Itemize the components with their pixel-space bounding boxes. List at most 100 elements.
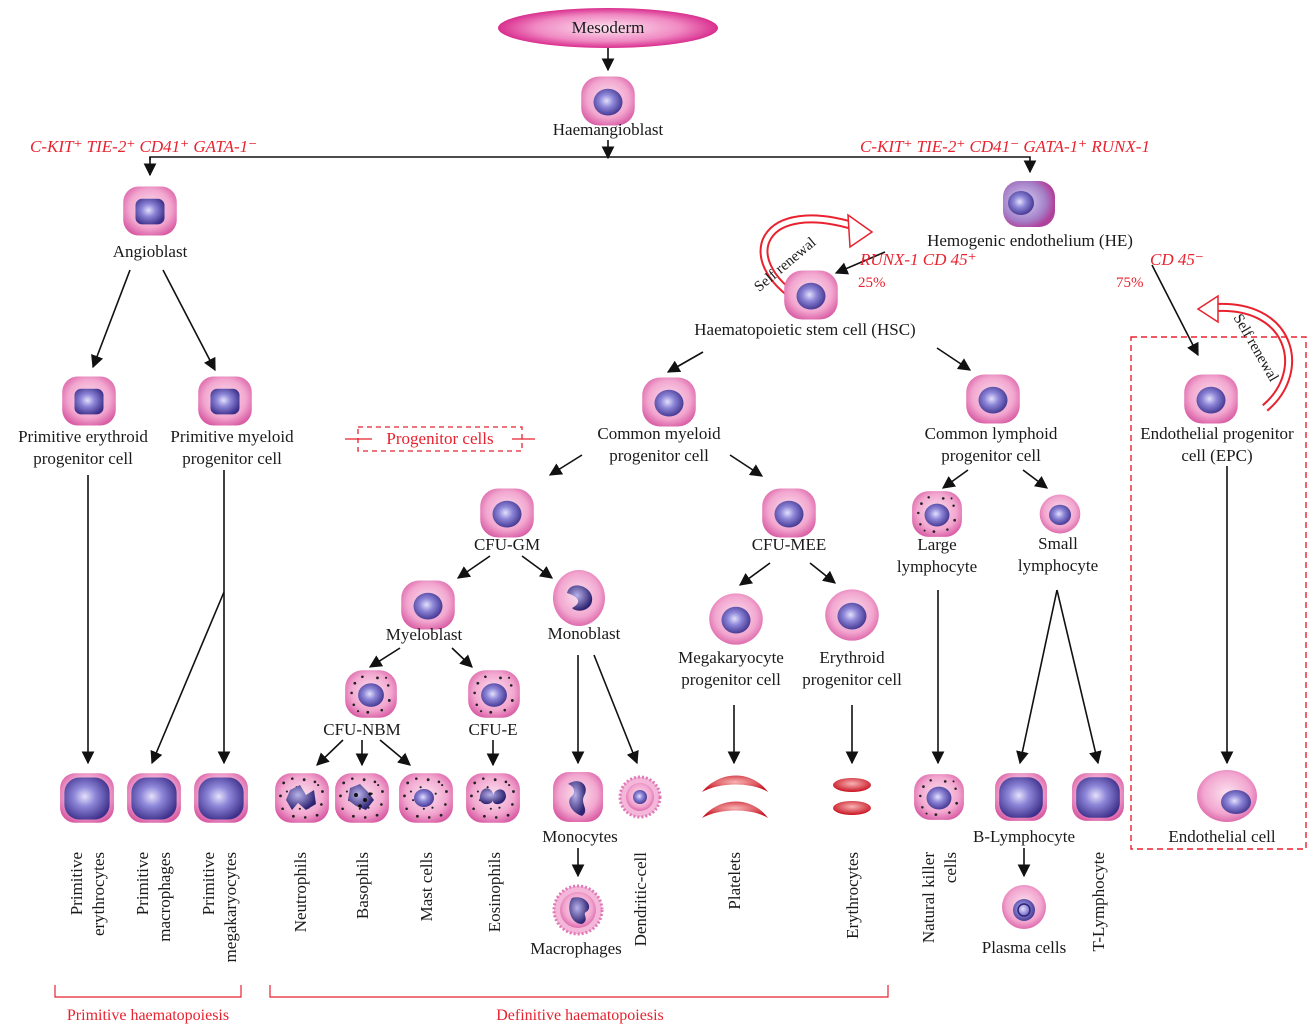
clp-label-1: Common lymphoid xyxy=(925,424,1058,443)
monoblast-cell xyxy=(553,570,605,626)
ery-label-2: progenitor cell xyxy=(802,670,902,689)
clp-label-2: progenitor cell xyxy=(941,446,1041,465)
definitive-bracket: Definitive haematopoiesis xyxy=(269,985,889,1024)
small-lym-label-1: Small xyxy=(1038,534,1078,553)
progenitor-cells-box xyxy=(345,426,535,452)
mesoderm-shape xyxy=(498,8,718,48)
epc-label-1: Endothelial progenitor xyxy=(1140,424,1294,443)
prim-mye-label-1: Primitive myeloid xyxy=(170,427,294,446)
platelet-shapes xyxy=(702,775,768,818)
primitive-megakaryocyte-cell xyxy=(194,773,248,823)
self-renewal-arrow-epc xyxy=(1196,294,1294,412)
myeloblast-cell xyxy=(401,580,455,630)
haemangioblast-label: Haemangioblast xyxy=(553,120,664,139)
plasma-cell xyxy=(1002,885,1046,929)
epc-dashed-box xyxy=(1130,336,1307,850)
progenitor-cells-label: Progenitor cells xyxy=(386,429,493,448)
macrophage-cell xyxy=(552,884,604,936)
bottom-prim-ery-2: erythrocytes xyxy=(89,852,108,936)
large-lym-label-1: Large xyxy=(917,535,956,554)
mega-label-2: progenitor cell xyxy=(681,670,781,689)
bottom-nk-1: Natural killer xyxy=(919,852,938,943)
dendritic-cell xyxy=(618,775,662,819)
bottom-nk-2: cells xyxy=(941,852,960,883)
he-label: Hemogenic endothelium (HE) xyxy=(927,231,1133,250)
pct-75: 75% xyxy=(1116,275,1144,291)
bottom-neutrophils: Neutrophils xyxy=(291,852,310,932)
monocytes-label: Monocytes xyxy=(542,827,618,846)
bottom-eosinophils: Eosinophils xyxy=(485,852,504,932)
eosinophil-cell xyxy=(466,773,520,823)
b-lymphocyte-cell xyxy=(995,773,1047,821)
angioblast-label: Angioblast xyxy=(113,242,188,261)
large-lymphocyte-cell xyxy=(912,491,962,537)
cfu-e-cell xyxy=(468,670,520,718)
haemangioblast-cell xyxy=(581,76,635,126)
hsc-cell xyxy=(784,270,838,320)
bottom-prim-meg-2: megakaryocytes xyxy=(221,852,240,962)
basophil-cell xyxy=(335,773,389,823)
angioblast-cell xyxy=(123,186,177,236)
large-lym-label-2: lymphocyte xyxy=(897,557,977,576)
bottom-t-lymphocyte: T-Lymphocyte xyxy=(1089,852,1108,951)
primitive-bracket-label: Primitive haematopoiesis xyxy=(67,1007,229,1024)
cmp-cell xyxy=(642,377,696,427)
bottom-dendritic: Dendritic-cell xyxy=(631,852,650,947)
macrophages-label: Macrophages xyxy=(530,939,622,958)
cfu-mee-cell xyxy=(762,488,816,538)
cfu-gm-label: CFU-GM xyxy=(474,535,540,554)
bottom-prim-meg-1: Primitive xyxy=(199,852,218,915)
natural-killer-cell xyxy=(914,774,964,820)
clp-cell xyxy=(966,374,1020,424)
epc-label-2: cell (EPC) xyxy=(1181,446,1252,465)
small-lym-label-2: lymphocyte xyxy=(1018,556,1098,575)
marker-left: C-KIT⁺ TIE-2⁺ CD41⁺ GATA-1⁻ xyxy=(30,137,257,156)
endothelial-cell-shape xyxy=(1197,770,1257,822)
marker-epc: CD 45⁻ xyxy=(1150,250,1204,269)
erythroid-progenitor-cell xyxy=(825,589,879,641)
prim-ery-label-1: Primitive erythroid xyxy=(18,427,148,446)
cfu-nbm-label: CFU-NBM xyxy=(323,720,400,739)
neutrophil-cell xyxy=(275,773,329,823)
mast-cell xyxy=(399,773,453,823)
b-lymphocyte-label: B-Lymphocyte xyxy=(973,827,1075,846)
bottom-basophils: Basophils xyxy=(353,852,372,919)
primitive-macrophage-cell xyxy=(127,773,181,823)
marker-hsc: RUNX-1 CD 45⁺ xyxy=(859,250,977,269)
cfu-gm-cell xyxy=(480,488,534,538)
megakaryocyte-progenitor-cell xyxy=(709,593,763,645)
bottom-mast-cells: Mast cells xyxy=(417,852,436,921)
endothelial-cell-label: Endothelial cell xyxy=(1168,827,1275,846)
bottom-erythrocytes: Erythrocytes xyxy=(843,852,862,939)
prim-myeloid-progenitor-cell xyxy=(198,376,252,426)
bottom-platelets: Platelets xyxy=(725,852,744,910)
ery-label-1: Erythroid xyxy=(819,648,885,667)
cfu-e-label: CFU-E xyxy=(468,720,517,739)
plasma-cells-label: Plasma cells xyxy=(982,938,1067,957)
mesoderm-label: Mesoderm xyxy=(572,18,645,37)
prim-erythroid-progenitor-cell xyxy=(62,376,116,426)
bottom-prim-mac-1: Primitive xyxy=(133,852,152,915)
cfu-nbm-cell xyxy=(345,670,397,718)
marker-right: C-KIT⁺ TIE-2⁺ CD41⁻ GATA-1⁺ RUNX-1 xyxy=(860,137,1150,156)
epc-cell xyxy=(1184,374,1238,424)
bottom-prim-mac-2: macrophages xyxy=(155,852,174,942)
primitive-erythrocyte-cell xyxy=(60,773,114,823)
cmp-label-1: Common myeloid xyxy=(597,424,721,443)
monocyte-cell xyxy=(553,772,603,822)
erythrocyte-shapes xyxy=(833,778,871,815)
he-cell xyxy=(1003,181,1055,227)
primitive-bracket: Primitive haematopoiesis xyxy=(54,985,242,1024)
cmp-label-2: progenitor cell xyxy=(609,446,709,465)
t-lymphocyte-cell xyxy=(1072,773,1124,821)
pct-25: 25% xyxy=(858,275,886,291)
monoblast-label: Monoblast xyxy=(548,624,621,643)
definitive-bracket-label: Definitive haematopoiesis xyxy=(496,1007,664,1024)
small-lymphocyte-cell xyxy=(1039,494,1081,534)
self-renewal-arrow-hsc xyxy=(759,213,874,304)
cfu-mee-label: CFU-MEE xyxy=(752,535,827,554)
bottom-prim-ery-1: Primitive xyxy=(67,852,86,915)
myeloblast-label: Myeloblast xyxy=(386,625,463,644)
mega-label-1: Megakaryocyte xyxy=(678,648,784,667)
